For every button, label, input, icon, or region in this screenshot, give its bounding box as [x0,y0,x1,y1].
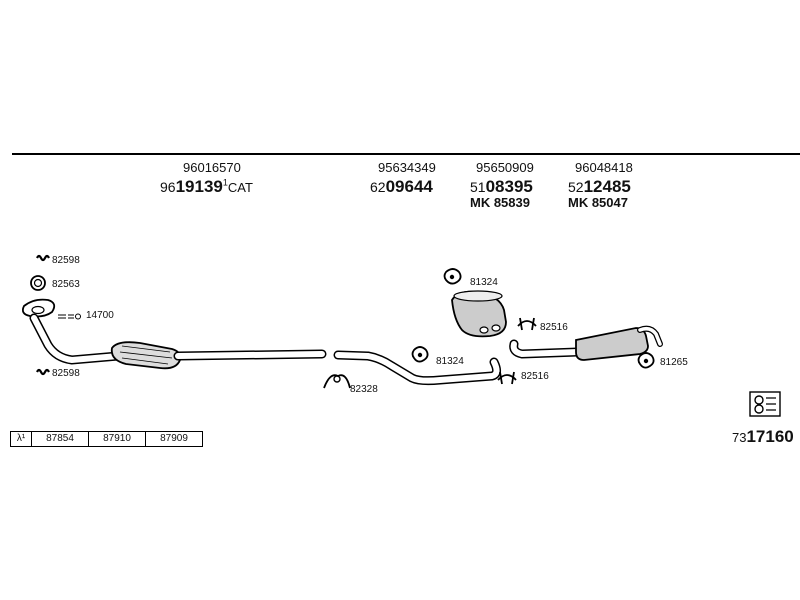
part-number-pipe: 95634349 [378,160,436,175]
label-rubber-mount-rear: 81265 [660,357,688,368]
front-pipe-icon [29,313,123,365]
rubber-mount-lower-icon [411,346,429,363]
label-gasket-ring: 82563 [52,279,80,290]
catalog-number: 7317160 [732,427,794,446]
middle-pipe-icon [333,350,502,386]
part-number-rear-silencer-main: 5212485 [568,177,631,196]
label-clamp-upper: 82516 [540,322,568,333]
part-number-middle-silencer: 95650909 [476,160,534,175]
middle-silencer-icon [451,290,507,338]
rubber-mount-upper-icon [443,268,462,285]
label-clamp-lower: 82516 [521,371,549,382]
label-clamp-top: 82598 [52,255,80,266]
catalyst-icon [110,341,182,370]
spring-clamp-top-icon [36,254,50,262]
rubber-mount-rear-icon [637,352,655,369]
ring-gasket-icon [30,275,46,291]
label-rubber-mount-upper: 81324 [470,277,498,288]
gasket-symbol-icon [58,313,81,320]
label-clamp-bottom: 82598 [52,368,80,379]
spring-clamp-bottom-icon [36,368,50,376]
table-cell-lambda: λ¹ [11,432,32,446]
catalyst-outlet-pipe-icon [173,349,327,361]
mk-middle-silencer: MK 85839 [470,195,530,210]
label-gasket-14700: 14700 [86,310,114,321]
mk-rear-silencer: MK 85047 [568,195,628,210]
table-cell-3: 87909 [160,433,188,444]
rear-pipe-icon [509,339,583,359]
front-flange-icon [21,298,56,318]
part-number-catalyst-main: 96191391CAT [160,177,253,196]
u-clamp-icon [323,374,351,389]
table-cell-2: 87910 [89,432,146,446]
footer-table: λ¹ 87854 87910 87909 [10,431,203,447]
part-number-rear-silencer: 96048418 [575,160,633,175]
top-divider [12,153,800,155]
label-clamp-82328: 82328 [350,384,378,395]
rear-silencer-icon [575,325,663,361]
part-number-middle-silencer-main: 5108395 [470,177,533,196]
clamp-upper-icon [517,317,537,331]
table-cell-1: 87854 [32,432,89,446]
manufacturer-logo-icon [749,391,781,417]
part-number-catalyst: 96016570 [183,160,241,175]
clamp-lower-icon [497,371,517,385]
label-rubber-mount-lower: 81324 [436,356,464,367]
part-number-pipe-main: 6209644 [370,177,433,196]
